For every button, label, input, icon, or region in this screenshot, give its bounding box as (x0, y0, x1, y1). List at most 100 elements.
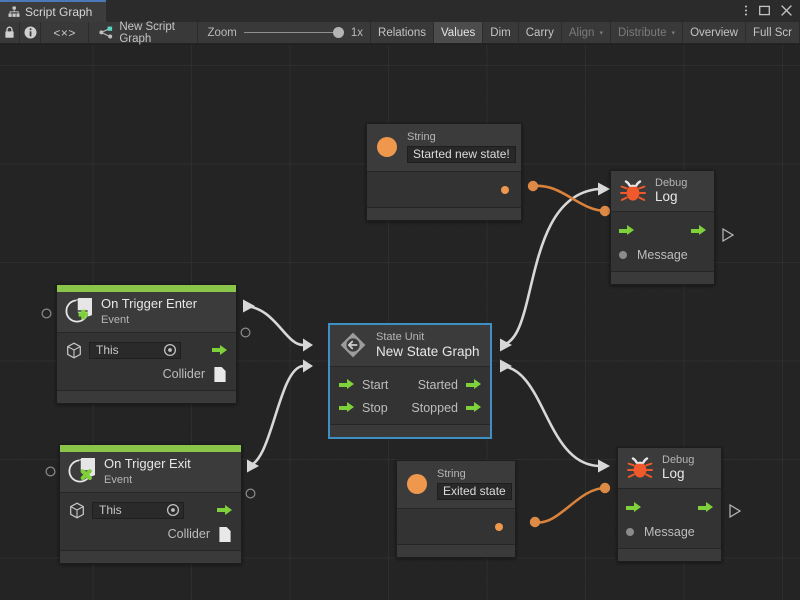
string-value-icon (406, 473, 428, 495)
graph-name-label: New Script Graph (119, 20, 175, 45)
output-port-flow-exit[interactable] (698, 502, 713, 513)
wire-stopped-to-debug-bottom (499, 364, 599, 468)
window-controls (744, 0, 800, 22)
node-title-block: Debug Log (662, 454, 694, 481)
output-stub-collider-exit[interactable] (245, 486, 256, 504)
info-icon[interactable] (20, 22, 41, 43)
input-port-message[interactable] (626, 527, 634, 536)
window-tab-bar: Script Graph (0, 0, 800, 22)
collider-value-icon[interactable] (213, 366, 227, 383)
toolbar-button-dim-label: Dim (490, 26, 511, 39)
node-footer (611, 271, 714, 285)
output-port-value[interactable] (501, 185, 509, 194)
node-title-big: Log (655, 189, 678, 205)
output-port-flow-exit[interactable] (691, 225, 706, 236)
zoom-slider-track (243, 32, 344, 33)
input-port-stop[interactable] (339, 402, 354, 413)
node-title-block: State Unit New State Graph (376, 331, 480, 359)
close-icon[interactable] (781, 4, 792, 16)
input-stub-trigger-enter[interactable] (41, 306, 52, 324)
output-stub-debug-top[interactable] (722, 227, 735, 247)
object-picker-icon[interactable] (166, 503, 180, 517)
zoom-label: Zoom (207, 26, 237, 39)
maximize-icon[interactable] (759, 5, 770, 16)
output-stub-collider-enter[interactable] (240, 325, 251, 343)
tab-label: Script Graph (25, 5, 93, 19)
code-view-glyph: <×> (53, 25, 76, 40)
toolbar-button-overview[interactable]: Overview (683, 22, 746, 43)
output-port-started[interactable] (466, 379, 481, 390)
node-footer (60, 549, 241, 563)
collider-label: Collider (162, 367, 205, 382)
toolbar-button-align[interactable]: Align ▾ (562, 22, 611, 43)
wire-endpoint-dot (529, 516, 541, 528)
toolbar-button-dim[interactable]: Dim (483, 22, 519, 43)
wire-endpoint-dot (527, 180, 539, 192)
node-footer (57, 389, 236, 403)
node-title-block: Debug Log (655, 177, 687, 204)
node-body: Message (611, 212, 714, 272)
output-stub-debug-bottom[interactable] (729, 503, 742, 523)
node-accent-bar (57, 285, 236, 292)
input-stub-trigger-exit[interactable] (45, 464, 56, 482)
toolbar-button-relations[interactable]: Relations (371, 22, 434, 43)
toolbar-button-distribute[interactable]: Distribute ▾ (611, 22, 684, 43)
output-port-stopped[interactable] (466, 402, 481, 413)
node-footer (330, 424, 490, 438)
node-debug-log-bottom[interactable]: Debug Log Message (617, 447, 722, 563)
node-target-row: This (57, 340, 236, 361)
kebab-menu-icon[interactable] (744, 4, 748, 17)
tab-script-graph[interactable]: Script Graph (0, 0, 107, 22)
code-view-icon[interactable]: <×> (41, 22, 90, 43)
node-header: String Started new state! (367, 124, 521, 173)
node-footer (397, 544, 515, 558)
node-string-top[interactable]: String Started new state! (366, 123, 522, 222)
node-title-small: Debug (655, 177, 688, 189)
object-picker-icon[interactable] (163, 343, 177, 357)
toolbar-button-fullscreen[interactable]: Full Scr (746, 22, 800, 43)
bug-icon (627, 456, 653, 480)
string-value-field[interactable]: Started new state! (407, 146, 516, 164)
output-port-value[interactable] (495, 522, 503, 531)
zoom-slider-knob[interactable] (332, 27, 344, 38)
target-object-field[interactable]: This (92, 501, 184, 519)
lock-icon[interactable] (0, 22, 21, 43)
graph-name-field[interactable]: New Script Graph (89, 20, 199, 45)
script-graph-icon (8, 6, 20, 18)
node-accent-bar (60, 445, 241, 452)
toolbar-button-carry[interactable]: Carry (519, 22, 562, 43)
node-footer (618, 548, 721, 562)
wire-arrowhead (598, 182, 610, 196)
node-on-trigger-enter[interactable]: On Trigger Enter Event This (56, 284, 237, 404)
node-on-trigger-exit[interactable]: On Trigger Exit Event This (59, 444, 242, 564)
node-title: String (437, 468, 466, 480)
node-title-block: On Trigger Exit Event (104, 456, 191, 486)
string-value-field[interactable]: Exited state (437, 483, 512, 501)
node-state-unit[interactable]: State Unit New State Graph Start Started… (329, 324, 491, 439)
node-title-big: On Trigger Exit (104, 456, 191, 471)
input-port-message[interactable] (619, 250, 627, 259)
target-object-value: This (96, 343, 119, 358)
zoom-slider[interactable] (243, 26, 344, 40)
wire-endpoint-dot (599, 205, 611, 217)
input-port-flow-enter[interactable] (619, 225, 634, 236)
toolbar-button-values-label: Values (440, 26, 476, 39)
node-collider-row: Collider (57, 364, 236, 385)
target-object-field[interactable]: This (89, 341, 181, 359)
node-footer (367, 207, 521, 221)
graph-canvas[interactable]: String Started new state! Debug (0, 45, 800, 600)
message-label: Message (644, 524, 695, 539)
node-flow-row (611, 220, 714, 241)
toolbar-button-distribute-label: Distribute (617, 26, 667, 39)
collider-value-icon[interactable] (218, 526, 232, 543)
wire-arrowhead (303, 359, 313, 373)
output-port-flow-trigger[interactable] (212, 344, 227, 356)
node-debug-log-top[interactable]: Debug Log Message (610, 170, 715, 286)
target-object-value: This (99, 503, 122, 518)
toolbar-button-values[interactable]: Values (433, 22, 484, 43)
input-port-flow-enter[interactable] (626, 502, 641, 513)
output-port-flow-trigger[interactable] (217, 504, 232, 516)
node-string-bottom[interactable]: String Exited state (396, 460, 516, 559)
input-port-start[interactable] (339, 379, 354, 390)
output-label-stopped: Stopped (411, 400, 458, 415)
